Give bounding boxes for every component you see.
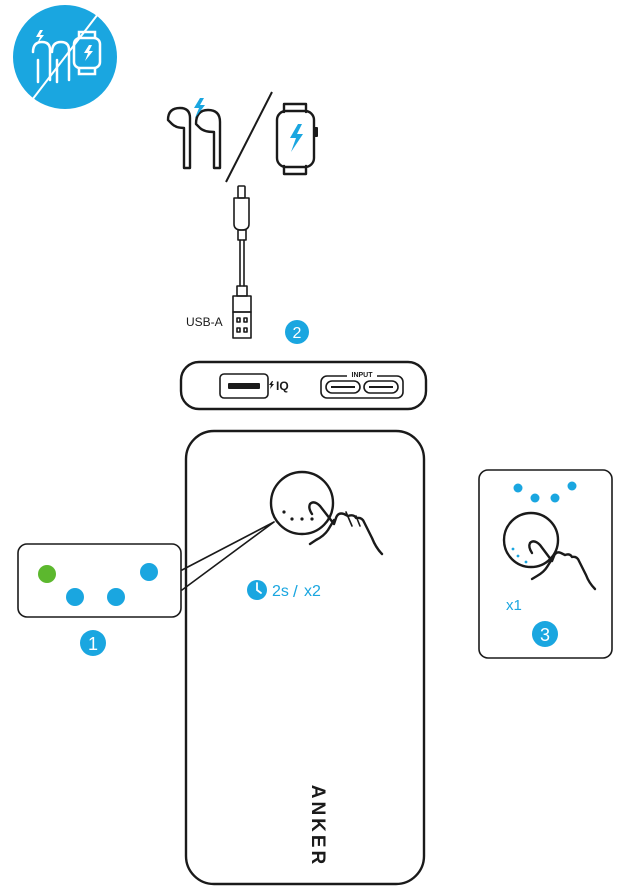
press-count-x1: x1: [506, 597, 522, 614]
callout-lines: [181, 521, 275, 591]
finger-press-icon: [308, 501, 384, 556]
led-status-panel: [17, 543, 182, 618]
usb-a-port: [219, 373, 269, 399]
step-3-panel: [478, 469, 613, 659]
press-duration: 2s: [272, 583, 289, 600]
step-1-number: 1: [88, 634, 98, 654]
clock-icon: [247, 580, 267, 600]
power-bank-side-view: IQ INPUT: [179, 360, 428, 411]
step-2-number: 2: [293, 325, 302, 342]
step-3-badge: 3: [532, 621, 558, 647]
power-button: [269, 470, 335, 536]
step-1-badge: 1: [80, 630, 106, 656]
step-2-badge: 2: [285, 320, 309, 344]
power-bank-front: [184, 429, 426, 886]
step-3-number: 3: [540, 625, 550, 645]
earbuds-watch-charging-badge-icon: [13, 5, 117, 109]
led-2: [66, 588, 84, 606]
led-1: [38, 565, 56, 583]
port-label-input: INPUT: [352, 372, 374, 379]
led-4: [140, 563, 158, 581]
port-label-iq: IQ: [276, 379, 289, 393]
earbuds-charging-icon: [166, 98, 222, 170]
brand-logo: ANKER: [307, 785, 328, 868]
press-count-x2: x2: [304, 583, 321, 600]
lightning-to-usb-a-cable-icon: [232, 185, 252, 339]
cable-label: USB-A: [186, 315, 223, 329]
divider-slash: [225, 91, 273, 183]
press-separator: /: [293, 582, 298, 601]
led-3: [107, 588, 125, 606]
smartwatch-charging-icon: [275, 102, 318, 176]
